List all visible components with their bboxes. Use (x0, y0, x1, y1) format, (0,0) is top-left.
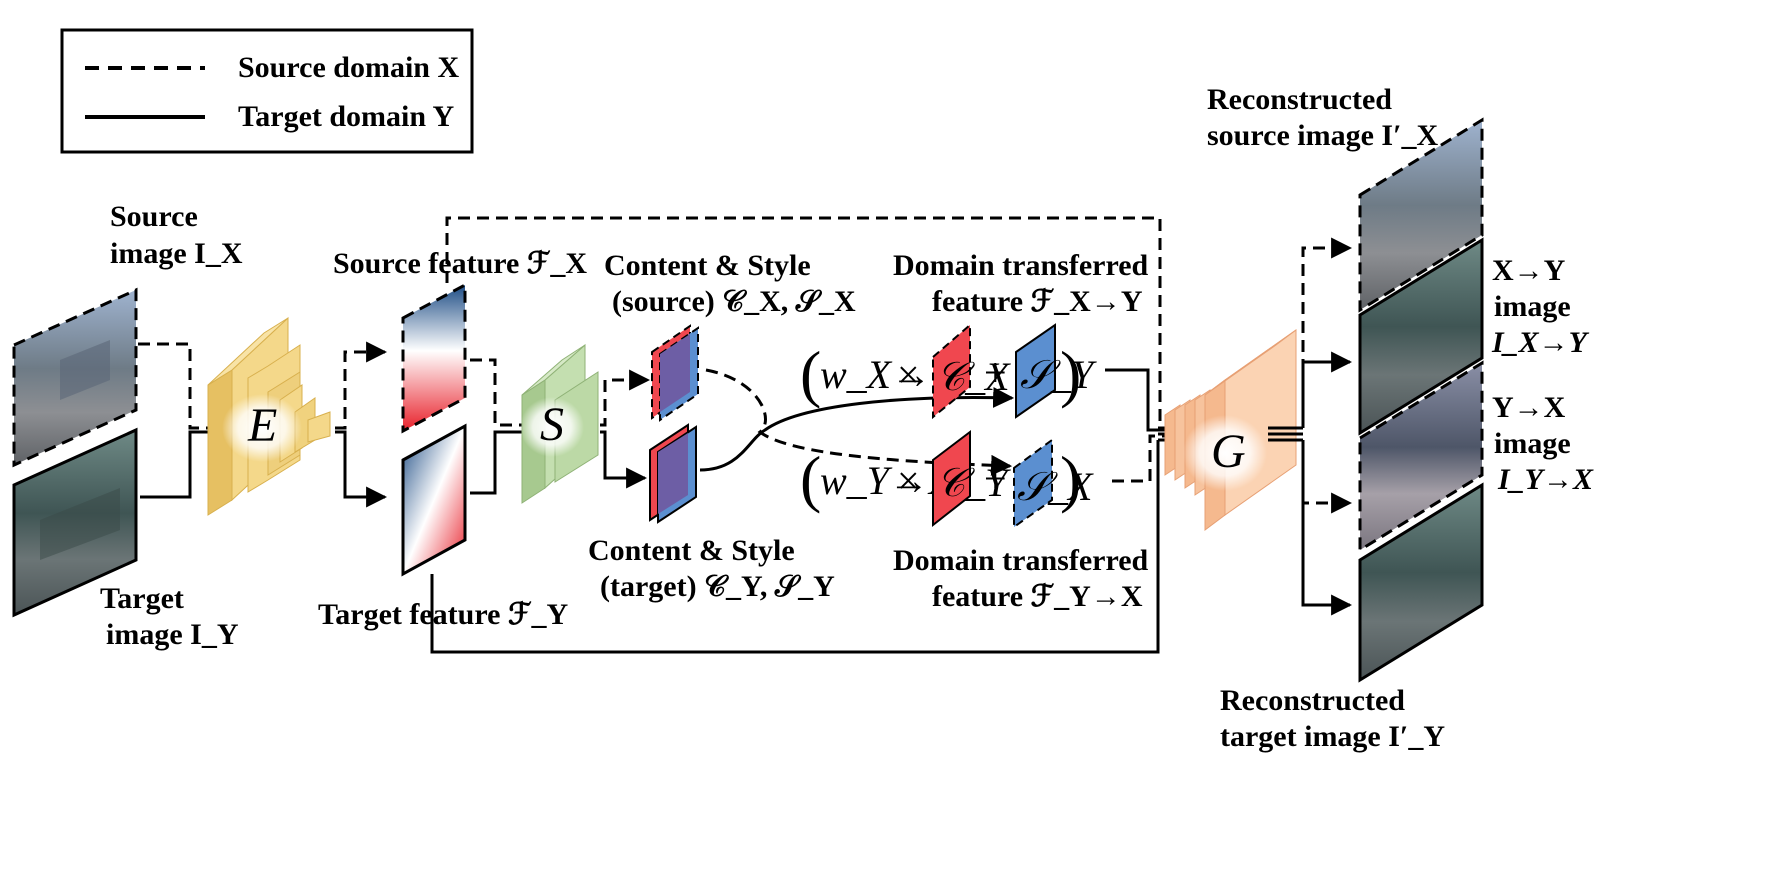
content-style-source-maps (651, 324, 699, 422)
svg-text:(: ( (800, 338, 821, 409)
svg-text:(: ( (800, 443, 821, 514)
domain-transferred-xy-label-1: Domain transferred (893, 249, 1149, 282)
content-style-target-label-1: Content & Style (588, 534, 795, 567)
yx-translated-image (1358, 360, 1484, 553)
reconstructed-target-label-2: target image I′_Y (1220, 720, 1445, 753)
domain-transferred-yx-label-1: Domain transferred (893, 544, 1149, 577)
domain-transferred-yx-label-2: feature ℱ_Y→X (932, 580, 1143, 613)
source-feature-map (401, 282, 467, 434)
yx-image-label-2: image (1494, 427, 1571, 460)
reconstructed-source-label-1: Reconstructed (1207, 83, 1392, 116)
content-xy: 𝒞_X (936, 354, 1011, 399)
target-image-label-1: Target (100, 582, 184, 615)
legend-source-label: Source domain X (238, 51, 459, 84)
generator-block: G (1164, 329, 1297, 531)
content-style-target-maps (649, 423, 697, 524)
encoder-block: E (207, 316, 331, 516)
domain-transferred-xy-label-2: feature ℱ_X→Y (932, 285, 1143, 318)
yx-image-label-3: I_Y→X (1497, 463, 1594, 496)
xy-image-label-2: image (1494, 290, 1571, 323)
source-feature-label: Source feature ℱ_X (333, 247, 587, 280)
target-feature-label: Target feature ℱ_Y (318, 598, 569, 631)
legend-target-label: Target domain Y (238, 100, 454, 133)
target-image (12, 427, 138, 618)
svg-text:): ) (1060, 443, 1081, 514)
equation-xy: ( w_X→Y × 𝒞_X + 𝒮_Y ) (800, 322, 1097, 420)
source-image-label-2: image I_X (110, 237, 243, 270)
xy-image-label-3: I_X→Y (1491, 326, 1590, 359)
style-xy: 𝒮_Y (1020, 352, 1097, 397)
content-yx: 𝒞_Y (936, 460, 1011, 505)
reconstructed-source-image (1358, 117, 1484, 313)
generator-label: G (1211, 425, 1246, 478)
separator-label: S (540, 398, 564, 451)
legend: Source domain X Target domain Y (60, 28, 474, 154)
reconstructed-target-label-1: Reconstructed (1220, 684, 1405, 717)
content-style-target-label-2: (target) 𝒞_Y, 𝒮_Y (600, 570, 835, 603)
encoder-label: E (247, 399, 277, 452)
times-yx: × (897, 458, 920, 503)
svg-text:): ) (1060, 338, 1081, 409)
reconstructed-target-image (1358, 482, 1484, 683)
times-xy: × (897, 352, 920, 397)
yx-image-label-1: Y→X (1492, 391, 1566, 424)
plus-xy: + (984, 350, 1007, 395)
style-yx: 𝒮_X (1017, 464, 1094, 509)
target-feature-map (401, 423, 467, 577)
xy-image-label-1: X→Y (1492, 254, 1566, 287)
source-image (12, 287, 138, 468)
equation-yx: ( w_Y→X × 𝒞_Y + 𝒮_X ) (800, 429, 1094, 529)
content-style-source-label-1: Content & Style (604, 249, 811, 282)
reconstructed-source-label-2: source image I′_X (1207, 119, 1439, 152)
content-style-source-label-2: (source) 𝒞_X, 𝒮_X (612, 285, 856, 318)
separator-block: S (520, 343, 599, 504)
source-image-label-1: Source (110, 200, 198, 233)
xy-translated-image (1358, 237, 1484, 436)
plus-yx: + (984, 456, 1007, 501)
target-image-label-2: image I_Y (106, 618, 239, 651)
